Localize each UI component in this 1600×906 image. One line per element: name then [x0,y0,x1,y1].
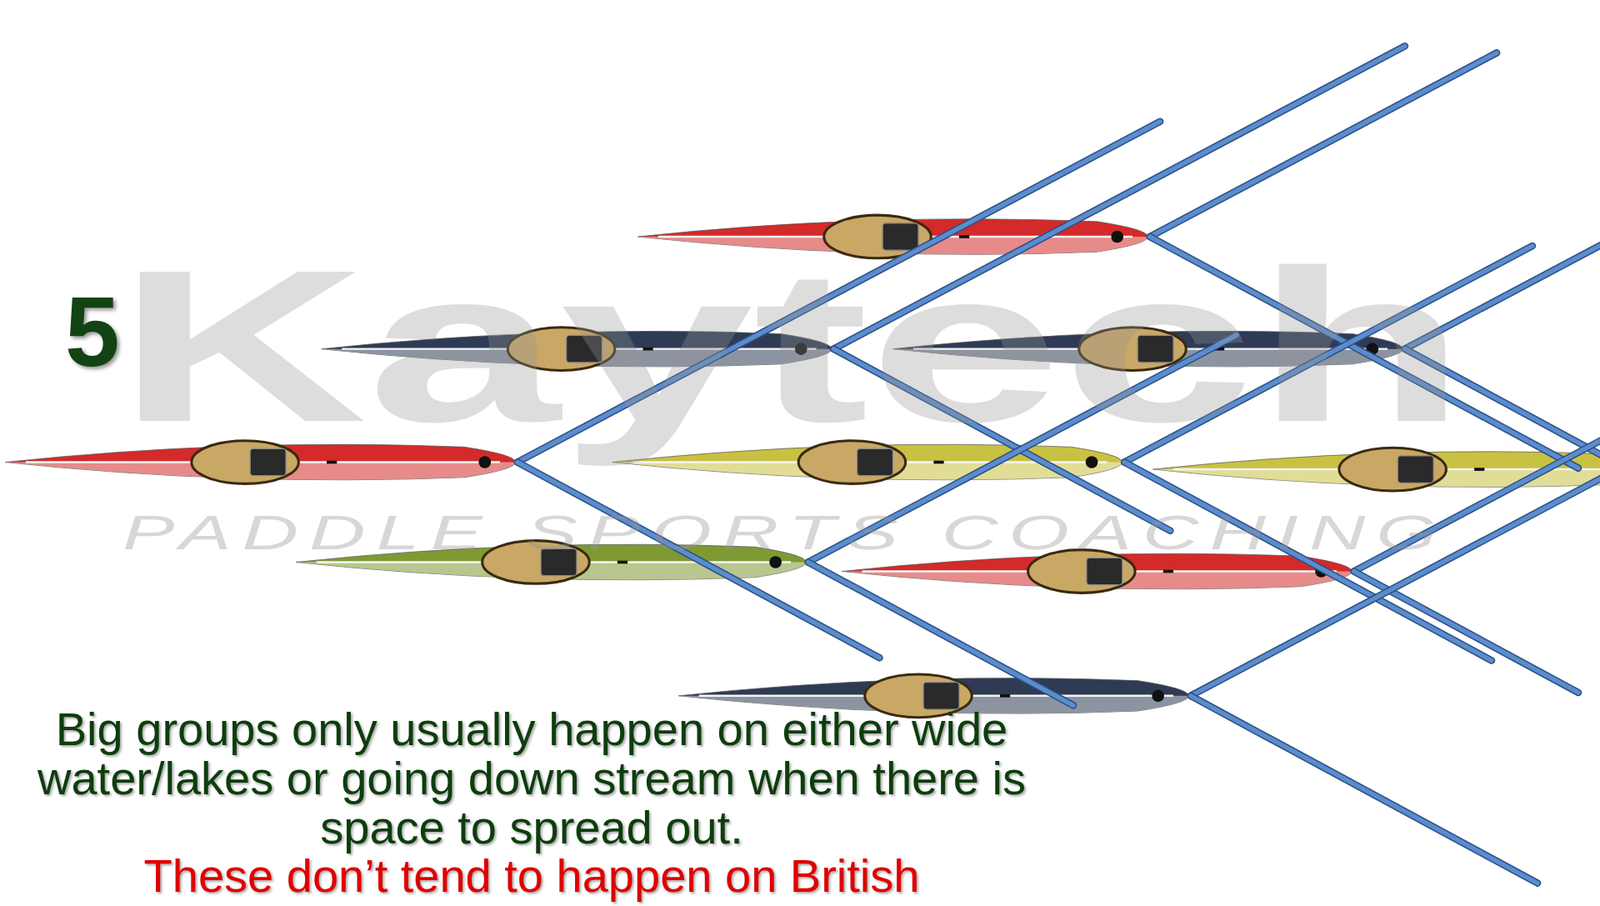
callout-number: 5 [65,275,120,389]
watermark-logo: Kaytech [116,237,1467,455]
deck-fitting [1000,694,1010,698]
paddle-edge [1190,468,1600,695]
paddle-edge [1150,52,1497,237]
watermark-tagline: PADDLE SPORTS COACHING [122,504,1448,560]
bow-dot [1085,455,1099,469]
note-text: Big groups only usually happen on either… [0,704,1064,853]
deck-fitting [933,460,944,465]
deck-fitting [1474,467,1485,471]
seat [1397,455,1434,483]
kayak-group [5,215,1600,718]
paddle-edge [517,462,880,659]
paddle-edge [1190,695,1538,884]
deck-fitting [617,560,628,565]
warning-text: These don’t tend to happen on British [0,850,1064,900]
bow-dot [478,455,491,469]
paddle-shaft [1150,52,1497,237]
paddle-shaft [1190,695,1538,884]
bow-dot [1151,689,1165,702]
seat [1086,557,1123,585]
deck-fitting [326,460,337,465]
paddle-edge [808,561,1074,705]
paddle-shaft [517,462,880,659]
paddle-shaft [808,561,1074,705]
paddle-shaft [1190,468,1600,695]
deck-fitting [1163,570,1174,574]
